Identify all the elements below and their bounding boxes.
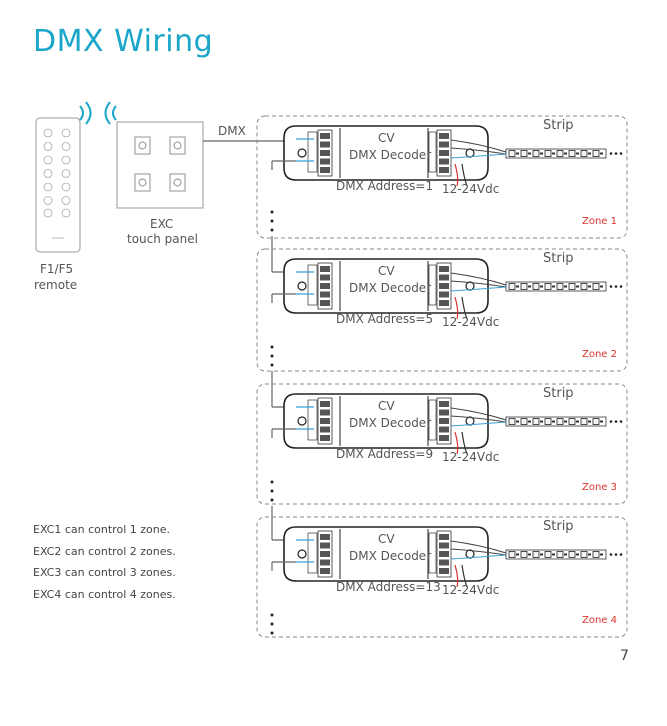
zone-box	[256, 115, 628, 239]
zone-label: Zone 4	[582, 615, 617, 626]
decoder-label-name: DMX Decoder	[349, 549, 432, 563]
dmx-label: DMX	[218, 124, 246, 138]
decoder-label-name: DMX Decoder	[349, 281, 432, 295]
page-number: 7	[620, 648, 629, 664]
power-label: 12-24Vdc	[442, 450, 500, 464]
strip-label: Strip	[543, 251, 574, 266]
note-2: EXC2 can control 2 zones.	[33, 545, 176, 558]
dmx-decoder	[283, 258, 507, 320]
remote-control	[35, 117, 81, 253]
zone-label: Zone 2	[582, 349, 617, 360]
decoder-label-cv: CV	[378, 532, 395, 546]
zone-4	[256, 516, 628, 638]
decoder-label-cv: CV	[378, 264, 395, 278]
dmx-address-label: DMX Address=1	[336, 179, 434, 193]
note-3: EXC3 can control 3 zones.	[33, 566, 176, 579]
zone-2	[256, 248, 628, 408]
power-label: 12-24Vdc	[442, 583, 500, 597]
strip-label: Strip	[543, 386, 574, 401]
zone-label: Zone 1	[582, 216, 617, 227]
led-strip	[505, 416, 623, 427]
zone-box	[256, 516, 628, 638]
panel-label-line2: touch panel	[127, 232, 198, 246]
strip-label: Strip	[543, 519, 574, 534]
exc-touch-panel	[116, 121, 204, 209]
dmx-chain-wire	[270, 561, 296, 635]
power-label: 12-24Vdc	[442, 315, 500, 329]
led-strip	[505, 281, 623, 292]
dmx-address-label: DMX Address=5	[336, 312, 434, 326]
led-strip	[505, 148, 623, 159]
wireless-signal-icon	[79, 101, 117, 125]
dmx-address-label: DMX Address=9	[336, 447, 434, 461]
remote-label-line1: F1/F5	[40, 262, 74, 276]
dmx-address-label: DMX Address=13	[336, 580, 441, 594]
note-1: EXC1 can control 1 zone.	[33, 523, 170, 536]
panel-label-line1: EXC	[150, 217, 174, 231]
zone-box	[256, 383, 628, 505]
strip-label: Strip	[543, 118, 574, 133]
zone-label: Zone 3	[582, 482, 617, 493]
note-4: EXC4 can control 4 zones.	[33, 588, 176, 601]
decoder-label-name: DMX Decoder	[349, 148, 432, 162]
zone-1	[256, 115, 628, 273]
dmx-decoder	[283, 526, 507, 588]
decoder-label-name: DMX Decoder	[349, 416, 432, 430]
decoder-label-cv: CV	[378, 131, 395, 145]
dmx-decoder	[283, 393, 507, 455]
decoder-label-cv: CV	[378, 399, 395, 413]
zone-box	[256, 248, 628, 372]
power-label: 12-24Vdc	[442, 182, 500, 196]
dmx-decoder	[283, 125, 507, 187]
led-strip	[505, 549, 623, 560]
zone-3	[256, 383, 628, 541]
page-title: DMX Wiring	[33, 24, 214, 59]
remote-label-line2: remote	[34, 278, 78, 292]
